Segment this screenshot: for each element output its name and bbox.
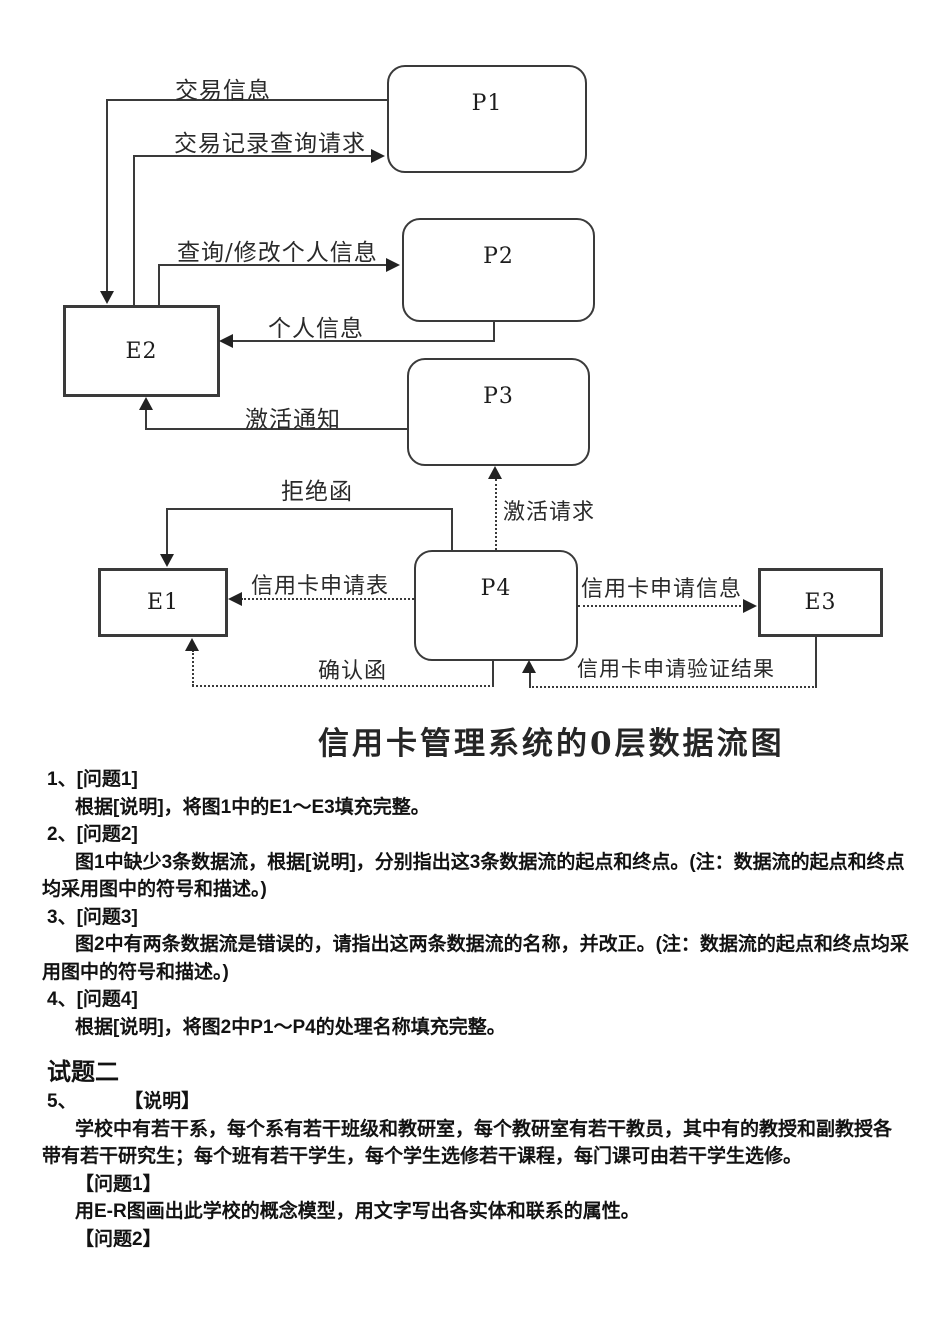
flow-transaction-query-hline: [133, 155, 371, 157]
flow-application-form-hline: [241, 598, 414, 600]
node-process-p3: P3: [407, 358, 590, 466]
arrowhead-into-e2-right: [219, 334, 233, 348]
arrowhead-into-e2-top: [100, 291, 114, 304]
node-process-p1: P1: [387, 65, 587, 173]
flow-rejection-letter-vline-right: [451, 508, 453, 551]
node-entity-e3: E3: [758, 568, 883, 637]
section-2-item-5: 5、 【说明】: [47, 1088, 910, 1116]
question-3-number: 3、: [47, 906, 77, 928]
flow-verification-result-vline-right: [815, 635, 817, 688]
flow-label-verification-result: 信用卡申请验证结果: [577, 657, 775, 681]
question-4-body: 根据[说明]，将图2中P1～P4的处理名称填充完整。: [75, 1016, 506, 1038]
flow-label-transaction-query: 交易记录查询请求: [174, 131, 366, 157]
flow-label-personal-info: 个人信息: [268, 316, 364, 342]
flow-label-application-form: 信用卡申请表: [251, 574, 390, 599]
node-label-p3: P3: [483, 384, 514, 409]
node-label-p1: P1: [471, 91, 503, 116]
flow-label-application-info: 信用卡申请信息: [581, 577, 743, 602]
node-entity-e1: E1: [98, 568, 228, 637]
flow-query-modify-hline: [158, 264, 388, 266]
flow-activation-request-vline: [495, 479, 497, 550]
question-3-body: 图2中有两条数据流是错误的，请指出这两条数据流的名称，并改正。(注：数据流的起点…: [42, 934, 909, 983]
flow-label-query-modify: 查询/修改个人信息: [177, 240, 378, 266]
node-label-e3: E3: [804, 590, 837, 615]
section-2-heading: 试题二: [47, 1059, 119, 1086]
arrowhead-into-p4-bottom: [522, 660, 536, 673]
flow-confirmation-hline: [192, 685, 494, 687]
node-label-e1: E1: [146, 590, 180, 615]
node-entity-e2: E2: [63, 305, 220, 397]
question-2-number: 2、: [47, 824, 77, 845]
flow-confirmation-vline-left: [192, 650, 194, 686]
arrowhead-into-p2-left: [386, 258, 400, 272]
arrowhead-into-p1-left: [371, 149, 385, 163]
flow-rejection-letter-vline-left: [166, 508, 168, 554]
flow-confirmation-vline-right: [492, 659, 494, 687]
section-2-q1-label: 【问题1】: [75, 1173, 162, 1195]
question-2-heading: 2、[问题2]: [47, 821, 910, 849]
arrowhead-into-e3-left: [743, 599, 757, 613]
flow-verification-result-hline: [529, 686, 817, 688]
flow-personal-info-hline: [232, 340, 495, 342]
section-2-description: 学校中有若干系，每个系有若干班级和教研室，每个教研室有若干教员，其中有的教授和副…: [42, 1118, 893, 1168]
flow-label-confirmation-letter: 确认函: [318, 659, 388, 684]
figure-caption: 信用卡管理系统的0层数据流图: [318, 726, 785, 762]
node-label-p2: P2: [483, 244, 514, 269]
flow-transaction-info-vline: [106, 99, 108, 293]
question-2-body: 图1中缺少3条数据流，根据[说明]，分别指出这3条数据流的起点和终点。(注：数据…: [42, 851, 905, 901]
shuoming-label: 【说明】: [133, 1091, 201, 1112]
node-process-p2: P2: [402, 218, 595, 322]
question-1-number: 1、: [47, 769, 77, 790]
flow-rejection-letter-hline: [166, 508, 453, 510]
arrowhead-into-e1-bottom: [185, 638, 199, 651]
flow-verification-result-vline-left: [529, 673, 531, 687]
arrowhead-into-p3-bottom: [488, 466, 502, 479]
flow-label-rejection-letter: 拒绝函: [281, 479, 353, 505]
question-3-heading: 3、[问题3]: [47, 904, 910, 932]
item-5-number: 5、: [47, 1091, 77, 1112]
section-2-q1-body: 用E-R图画出此学校的概念模型，用文字写出各实体和联系的属性。: [75, 1201, 640, 1222]
flow-query-modify-vline: [158, 264, 160, 305]
question-4-title: [问题4]: [76, 989, 138, 1010]
node-label-p4: P4: [480, 576, 512, 601]
question-2-title: [问题2]: [76, 824, 138, 845]
section-2-q2-label: 【问题2】: [75, 1228, 162, 1250]
node-process-p4: P4: [414, 550, 578, 661]
node-label-e2: E2: [125, 338, 158, 364]
question-1-title: [问题1]: [76, 769, 138, 790]
flow-activation-notice-hline: [145, 428, 407, 430]
questions-text-block: 1、[问题1] 根据[说明]，将图1中的E1～E3填充完整。 2、[问题2] 图…: [0, 766, 950, 1253]
flow-application-info-hline: [578, 605, 745, 607]
flow-transaction-info-hline: [106, 99, 387, 101]
question-3-title: [问题3]: [76, 906, 138, 928]
flow-personal-info-vline: [493, 320, 495, 342]
question-4-number: 4、: [47, 989, 77, 1010]
flow-transaction-query-vline: [133, 155, 135, 305]
question-1-body: 根据[说明]，将图1中的E1～E3填充完整。: [75, 796, 430, 818]
arrowhead-into-e2-bottom: [139, 397, 153, 410]
flow-label-transaction-info: 交易信息: [175, 78, 271, 104]
flow-label-activation-notice: 激活通知: [245, 407, 341, 433]
flow-activation-notice-vline: [145, 409, 147, 430]
arrowhead-into-e1-top: [160, 554, 174, 567]
question-1-heading: 1、[问题1]: [47, 766, 910, 794]
arrowhead-into-e1-right: [228, 592, 242, 606]
flow-label-activation-request: 激活请求: [503, 500, 596, 525]
question-4-heading: 4、[问题4]: [47, 986, 910, 1014]
